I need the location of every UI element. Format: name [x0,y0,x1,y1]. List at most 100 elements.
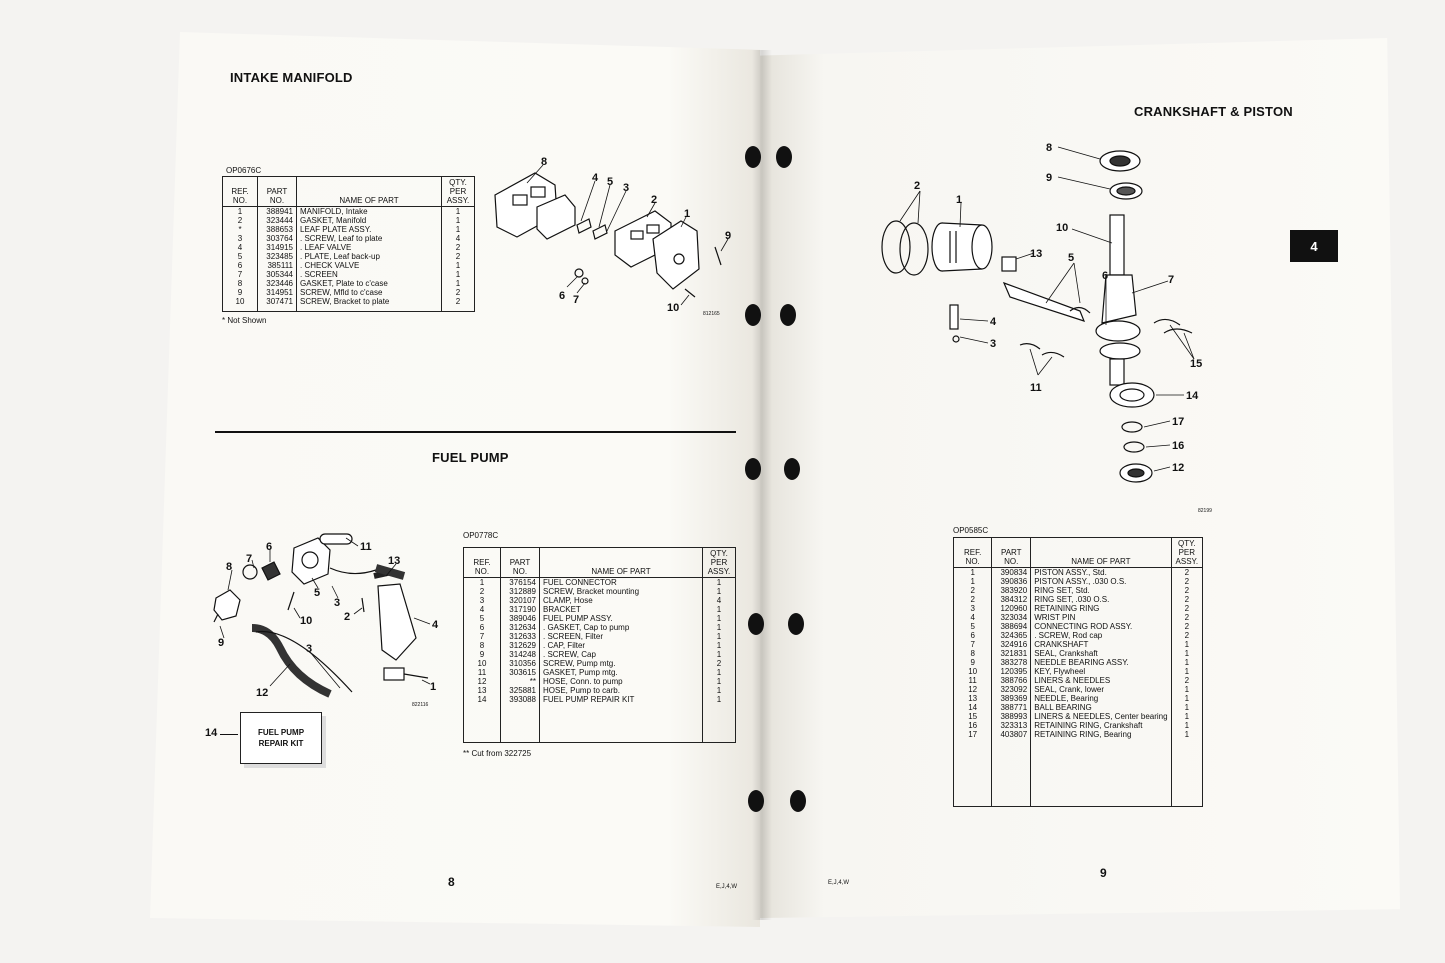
right-footer-code: E,J,4,W [828,880,850,886]
cell-name: HOSE, Conn. to pump [539,677,703,686]
fuel-pump-repair-kit-box: FUEL PUMP REPAIR KIT [240,712,322,764]
cell-name: KEY, Flywheel [1030,667,1172,676]
cell-ref: 5 [463,614,501,623]
cell-ref: 1 [463,577,501,587]
filler-cell [296,306,442,312]
cell-ref: 9 [463,650,501,659]
cell-name: LEAF PLATE ASSY. [296,225,442,234]
cell-name: SEAL, Crank, lower [1030,685,1172,694]
cell-name: GASKET, Manifold [296,216,442,225]
cell-name: CLAMP, Hose [539,596,703,605]
fuel-figure-code: 822116 [412,702,429,708]
fuel-note: ** Cut from 322725 [463,749,532,758]
cell-ref: 2 [222,216,258,225]
cell-name: . GASKET, Cap to pump [539,623,703,632]
cell-part: 323092 [991,685,1032,694]
crank-callout: 5 [1068,252,1074,264]
cell-qty: 2 [1170,604,1204,613]
cell-ref: 8 [222,279,258,288]
fuel-callout: 8 [226,561,232,573]
cell-qty: 1 [702,632,736,641]
cell-ref: 1 [952,577,993,586]
filler-cell [257,306,297,312]
cell-qty: 1 [1170,703,1204,712]
fuel-callout: 2 [344,611,350,623]
col-qty: QTY. PER ASSY. [702,547,736,578]
cell-qty: 1 [441,216,475,225]
cell-ref: 12 [952,685,993,694]
fuel-callout: 11 [360,541,372,553]
cell-qty: 1 [441,261,475,270]
filler-cell [1030,739,1172,807]
intake-callout: 9 [725,230,731,242]
cell-name: NEEDLE, Bearing [1030,694,1172,703]
cell-part: 388993 [991,712,1032,721]
cell-part: 385111 [257,261,297,270]
binder-hole [748,790,764,812]
crank-table-code: OP0585C [953,526,989,535]
cell-name: MANIFOLD, Intake [296,206,442,216]
intake-figure-code: 812165 [703,311,720,317]
cell-ref: 12 [463,677,501,686]
cell-qty: 1 [702,650,736,659]
cell-ref: 3 [952,604,993,613]
cell-ref: 6 [952,631,993,640]
cell-ref: 13 [952,694,993,703]
cell-part: 388771 [991,703,1032,712]
filler-cell [222,306,258,312]
cell-part: 383920 [991,586,1032,595]
cell-qty: 1 [1170,721,1204,730]
cell-name: FUEL PUMP REPAIR KIT [539,695,703,704]
intake-parts-table: REF. NO. PART NO. NAME OF PART QTY. PER … [222,176,475,312]
cell-part: 305344 [257,270,297,279]
fuel-callout: 13 [388,555,400,567]
binder-hole [780,304,796,326]
fuel-pump-title: FUEL PUMP [432,450,509,465]
col-qty: QTY. PER ASSY. [441,176,475,207]
crank-callout: 7 [1168,274,1174,286]
binder-hole [784,458,800,480]
cell-ref: 11 [952,676,993,685]
cell-ref: 2 [952,595,993,604]
cell-qty: 1 [702,623,736,632]
cell-ref: 7 [952,640,993,649]
cell-part: 323444 [257,216,297,225]
fuel-callout: 6 [266,541,272,553]
intake-callout: 7 [573,294,579,306]
cell-ref: 13 [463,686,501,695]
cell-ref: 8 [463,641,501,650]
book-gutter [752,50,772,920]
cell-qty: 2 [441,297,475,306]
fuel-callout: 3 [306,643,312,655]
cell-qty: 2 [1170,676,1204,685]
cell-qty: 1 [702,695,736,704]
cell-ref: 10 [952,667,993,676]
col-ref: REF. NO. [222,176,258,207]
filler-cell [702,704,736,743]
kit-callout-line [220,734,238,735]
right-page-number: 9 [1100,866,1107,880]
left-footer-code: E,J,4,W [716,884,738,890]
filler-cell [539,704,703,743]
binder-hole [745,458,761,480]
intake-manifold-diagram: 8 4 5 3 2 1 9 6 7 10 812165 [494,156,731,317]
intake-callout: 6 [559,290,565,302]
fuel-callout: 3 [334,597,340,609]
cell-ref: 16 [952,721,993,730]
cell-part: 376154 [500,577,540,587]
